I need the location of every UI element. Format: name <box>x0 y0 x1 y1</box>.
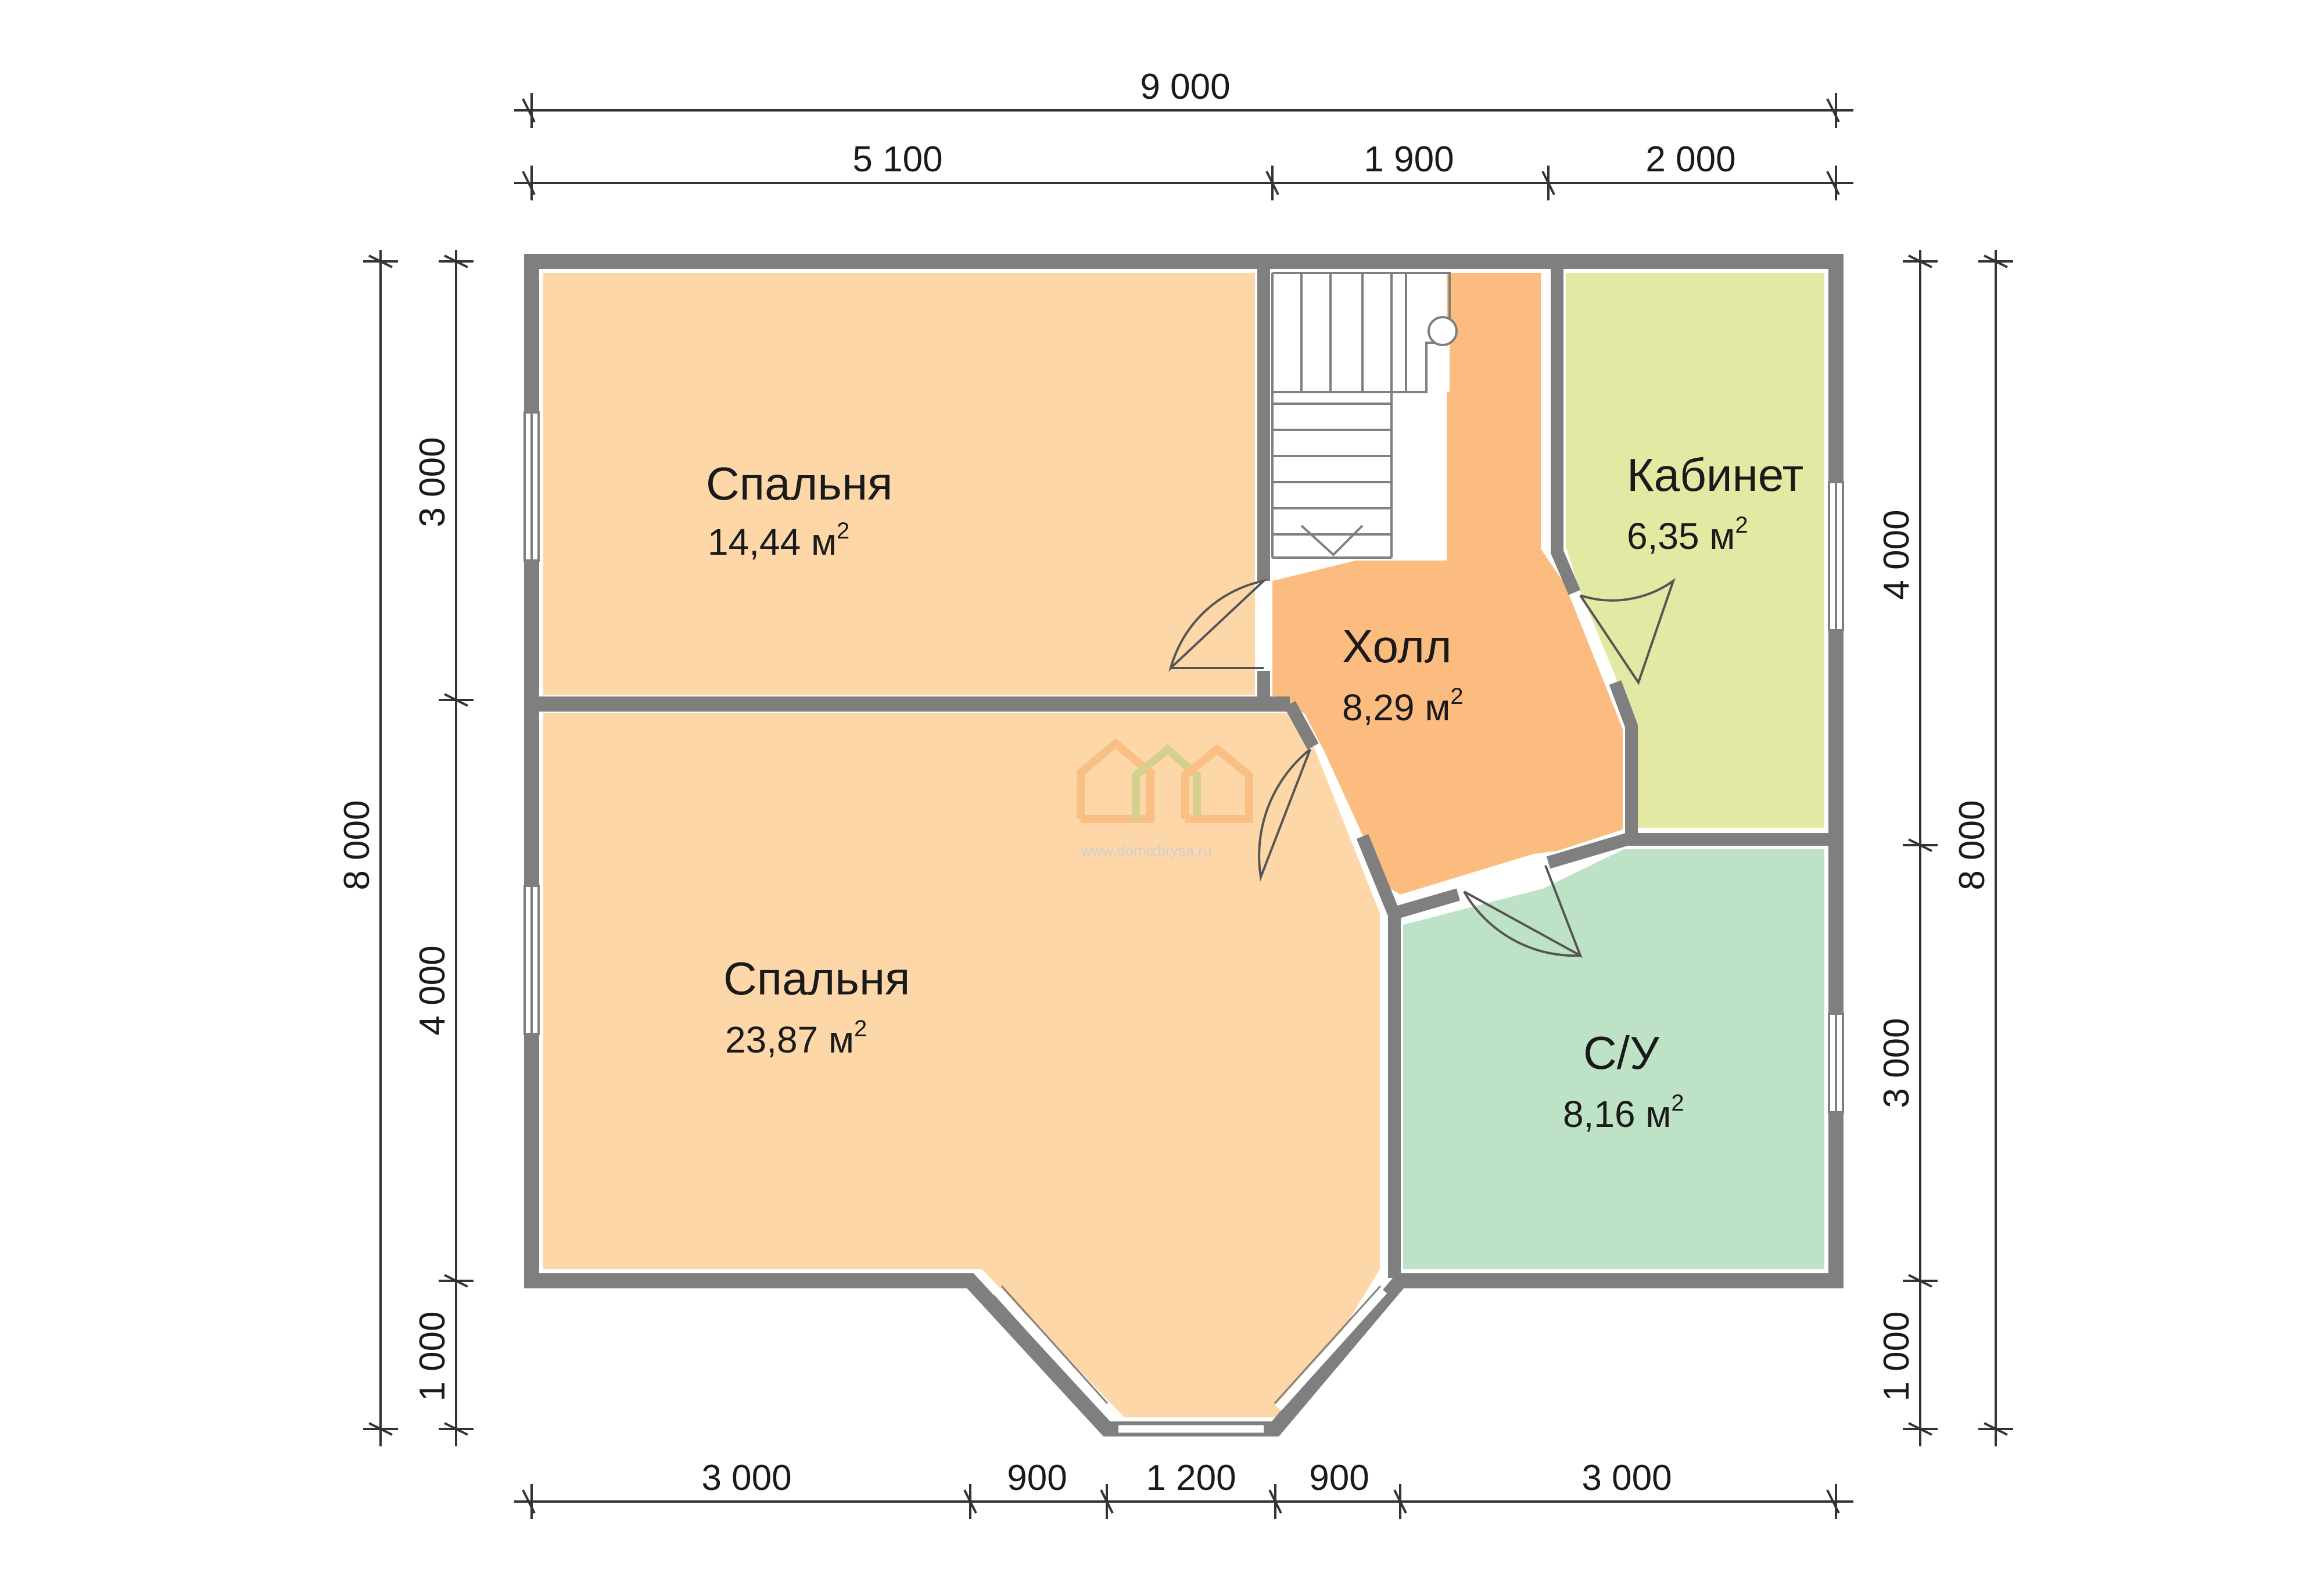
hall-name: Холл <box>1342 620 1452 672</box>
office-area: 6,35 м2 <box>1627 512 1748 557</box>
door-bedroom-bottom <box>1258 748 1311 882</box>
dim-bottom-seg-4: 900 <box>1309 1458 1369 1498</box>
windows <box>523 411 1844 1435</box>
window-bay-left <box>995 1288 1107 1411</box>
hall-area: 8,29 м2 <box>1342 684 1464 728</box>
dim-right-seg-2: 3 000 <box>1877 1018 1917 1108</box>
office-fill <box>1566 273 1824 828</box>
dim-left-seg-1: 3 000 <box>413 437 453 527</box>
dim-bottom-seg-5: 3 000 <box>1581 1458 1672 1498</box>
dim-right-seg-3: 1 000 <box>1877 1311 1917 1401</box>
door-bedroom-top <box>1168 579 1268 672</box>
bedroom-top-fill <box>543 273 1255 695</box>
bedroom-bottom-area: 23,87 м2 <box>725 1016 867 1061</box>
dim-right-total: 8 000 <box>1952 800 1992 890</box>
room-fills <box>543 273 1824 1417</box>
stair-newel <box>1428 316 1458 346</box>
wall-bathroom-top <box>1392 888 1461 920</box>
room-labels: Спальня 14,44 м2 Спальня 23,87 м2 Холл 8… <box>706 449 1803 1135</box>
doors <box>1168 577 1676 958</box>
bedroom-top-area: 14,44 м2 <box>708 518 849 563</box>
dimension-lines <box>363 93 2013 1519</box>
bedroom-bottom-fill <box>543 713 1380 1417</box>
bathroom-area: 8,16 м2 <box>1563 1090 1684 1135</box>
dim-left-seg-3: 1 000 <box>413 1311 453 1401</box>
watermark-text: www.domizbrysa.ru <box>1080 842 1211 859</box>
dim-bottom-seg-2: 900 <box>1007 1458 1067 1498</box>
hall-fill <box>1272 273 1623 895</box>
staircase <box>1271 272 1458 559</box>
dim-top-seg-2: 1 900 <box>1364 139 1454 179</box>
dim-bottom-seg-1: 3 000 <box>701 1458 791 1498</box>
office-name: Кабинет <box>1627 449 1803 501</box>
door-office <box>1579 577 1676 685</box>
dim-left-seg-2: 4 000 <box>413 945 453 1035</box>
dim-top-total: 9 000 <box>1140 67 1230 107</box>
stair-area-fill <box>1272 273 1447 561</box>
wall-bathroom-left <box>1356 834 1401 1278</box>
wall-office-lower <box>1609 680 1638 839</box>
dim-left-total: 8 000 <box>337 800 377 890</box>
dimension-labels: 9 000 5 100 1 900 2 000 3 000 900 1 200 … <box>337 67 1992 1498</box>
dim-right-seg-1: 4 000 <box>1877 509 1917 599</box>
dim-bottom-seg-3: 1 200 <box>1146 1458 1236 1498</box>
bedroom-bottom-name: Спальня <box>723 953 910 1004</box>
wall-hall-bedroom-diag <box>1284 701 1319 750</box>
dim-top-seg-3: 2 000 <box>1645 139 1735 179</box>
wall-office <box>1551 264 1581 595</box>
bathroom-fill <box>1403 849 1824 1269</box>
watermark-logo <box>1077 738 1253 823</box>
window-bay-right <box>1275 1288 1387 1411</box>
dim-top-seg-1: 5 100 <box>852 139 942 179</box>
bathroom-name: С/У <box>1583 1027 1660 1079</box>
bedroom-top-name: Спальня <box>706 458 892 509</box>
